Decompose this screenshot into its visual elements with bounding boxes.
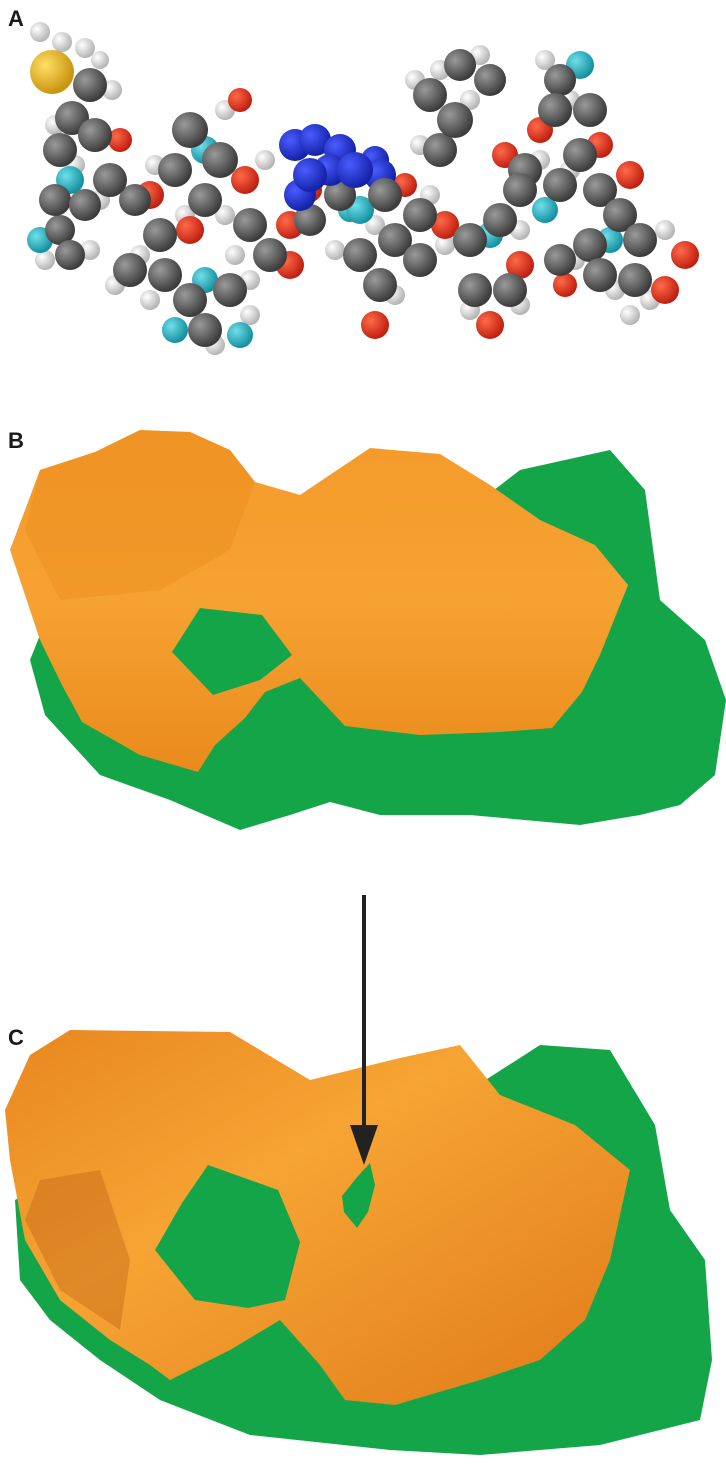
hydrogen-atom bbox=[30, 22, 50, 42]
carbon-atom bbox=[113, 253, 147, 287]
hydrogen-atom bbox=[655, 220, 675, 240]
oxygen-atom bbox=[671, 241, 699, 269]
carbon-atom bbox=[43, 133, 77, 167]
hydrogen-atom bbox=[225, 245, 245, 265]
oxygen-atom bbox=[176, 216, 204, 244]
carbon-atom bbox=[403, 243, 437, 277]
carbon-atom bbox=[538, 93, 572, 127]
carbon-atom bbox=[483, 203, 517, 237]
highlight-residue-atom bbox=[293, 158, 327, 192]
carbon-atom bbox=[444, 49, 476, 81]
oxygen-atom bbox=[231, 166, 259, 194]
oxygen-atom bbox=[361, 311, 389, 339]
carbon-atom bbox=[618, 263, 652, 297]
hydrogen-atom bbox=[240, 305, 260, 325]
oxygen-atom bbox=[476, 311, 504, 339]
oxygen-atom bbox=[553, 273, 577, 297]
hydrogen-atom bbox=[35, 250, 55, 270]
carbon-atom bbox=[213, 273, 247, 307]
oxygen-atom bbox=[651, 276, 679, 304]
carbon-atom bbox=[188, 313, 222, 347]
carbon-atom bbox=[493, 273, 527, 307]
carbon-atom bbox=[69, 189, 101, 221]
highlight-residue-atom bbox=[337, 152, 373, 188]
carbon-atom bbox=[437, 102, 473, 138]
molecule-space-filling-model bbox=[0, 0, 726, 380]
carbon-atom bbox=[158, 153, 192, 187]
carbon-atom bbox=[413, 78, 447, 112]
carbon-atom bbox=[173, 283, 207, 317]
carbon-atom bbox=[143, 218, 177, 252]
hydrogen-atom bbox=[52, 32, 72, 52]
hydrogen-atom bbox=[75, 38, 95, 58]
carbon-atom bbox=[544, 244, 576, 276]
hydrogen-atom bbox=[91, 51, 109, 69]
carbon-atom bbox=[73, 68, 107, 102]
carbon-atom bbox=[563, 138, 597, 172]
carbon-atom bbox=[503, 173, 537, 207]
carbon-atom bbox=[343, 238, 377, 272]
surface-panel-b bbox=[0, 430, 726, 850]
hydrogen-atom bbox=[255, 150, 275, 170]
carbon-atom bbox=[403, 198, 437, 232]
hydrogen-atom bbox=[325, 240, 345, 260]
carbon-atom bbox=[148, 258, 182, 292]
carbon-atom bbox=[423, 133, 457, 167]
carbon-atom bbox=[188, 183, 222, 217]
nitrogen-atom bbox=[162, 317, 188, 343]
oxygen-atom bbox=[228, 88, 252, 112]
carbon-atom bbox=[202, 142, 238, 178]
carbon-atom bbox=[233, 208, 267, 242]
carbon-atom bbox=[172, 112, 208, 148]
carbon-atom bbox=[453, 223, 487, 257]
carbon-atom bbox=[39, 184, 71, 216]
carbon-atom bbox=[543, 168, 577, 202]
carbon-atom bbox=[583, 258, 617, 292]
nitrogen-atom bbox=[227, 322, 253, 348]
oxygen-atom bbox=[616, 161, 644, 189]
carbon-atom bbox=[573, 228, 607, 262]
carbon-atom bbox=[253, 238, 287, 272]
hydrogen-atom bbox=[140, 290, 160, 310]
carbon-atom bbox=[474, 64, 506, 96]
sulfur-atom bbox=[30, 50, 74, 94]
carbon-atom bbox=[544, 64, 576, 96]
atom-group bbox=[27, 22, 699, 355]
hydrogen-atom bbox=[620, 305, 640, 325]
carbon-atom bbox=[93, 163, 127, 197]
carbon-atom bbox=[368, 178, 402, 212]
carbon-atom bbox=[78, 118, 112, 152]
carbon-atom bbox=[573, 93, 607, 127]
carbon-atom bbox=[623, 223, 657, 257]
surface-panel-c bbox=[0, 880, 726, 1470]
carbon-atom bbox=[363, 268, 397, 302]
carbon-atom bbox=[458, 273, 492, 307]
carbon-atom bbox=[55, 240, 85, 270]
